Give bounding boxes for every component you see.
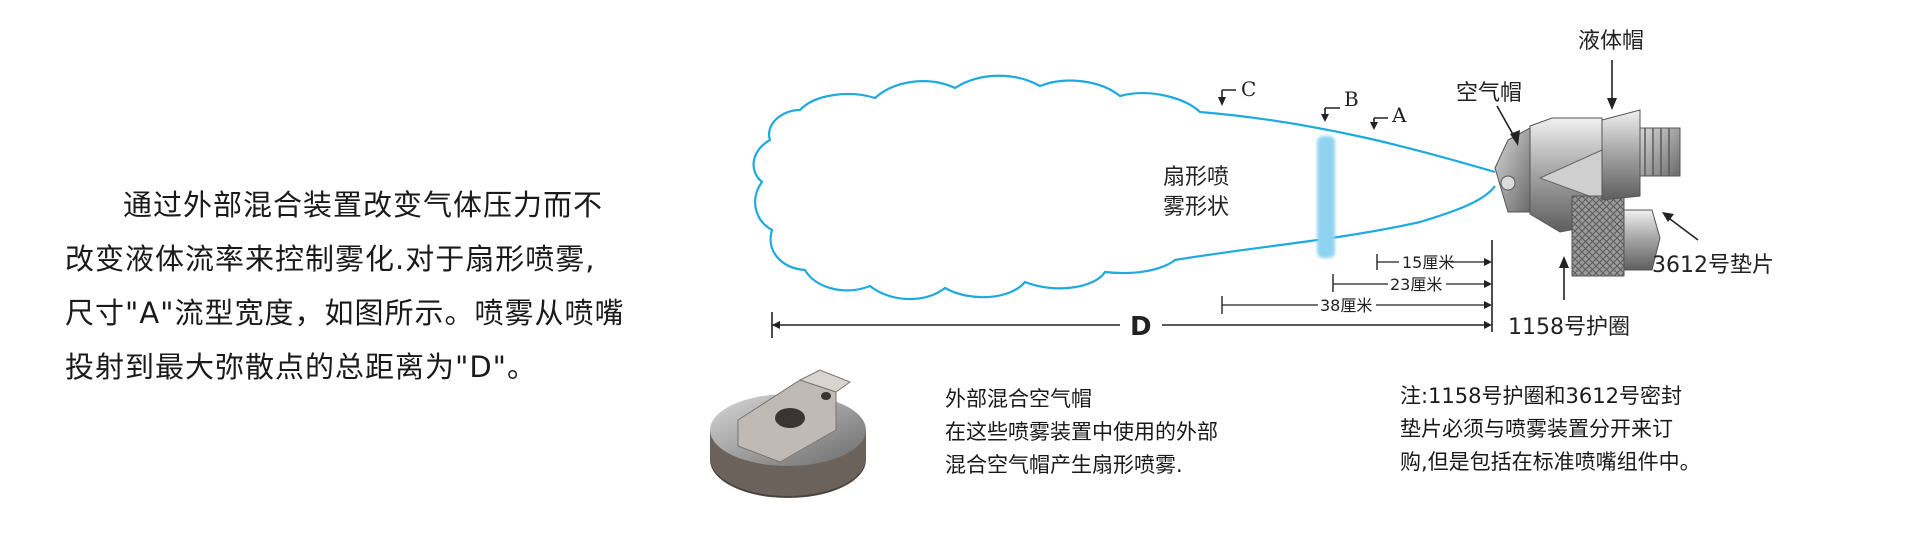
dimension-15cm: 15厘米: [1376, 253, 1492, 272]
air-cap-image: [710, 369, 866, 498]
retainer-label: 1158号护圈: [1508, 315, 1630, 340]
dimension-38cm-label: 38厘米: [1320, 296, 1372, 315]
dimension-38cm: 38厘米: [1221, 296, 1492, 315]
intro-paragraph: 通过外部混合装置改变气体压力而不改变液体流率来控制雾化.对于扇形喷雾,尺寸"A"…: [65, 178, 625, 394]
dimension-15cm-label: 15厘米: [1402, 253, 1454, 272]
spray-outline: [752, 74, 1496, 301]
fan-pattern-bar: [1317, 136, 1335, 258]
footnote-line3: 购,但是包括在标准喷嘴组件中。: [1400, 450, 1701, 474]
gasket-label: 3612号垫片: [1652, 253, 1774, 278]
air-cap-label: 空气帽: [1456, 81, 1522, 106]
intro-text: 通过外部混合装置改变气体压力而不改变液体流率来控制雾化.对于扇形喷雾,尺寸"A"…: [65, 188, 625, 384]
marker-b: B: [1321, 87, 1359, 122]
air-cap-note-line2: 在这些喷雾装置中使用的外部: [945, 420, 1218, 444]
liquid-cap-callout: 液体帽: [1578, 29, 1644, 110]
nozzle-assembly: [1494, 109, 1681, 277]
marker-a-label: A: [1391, 103, 1407, 127]
footnote-line1: 注:1158号护圈和3612号密封: [1400, 384, 1682, 408]
air-cap-note: 外部混合空气帽 在这些喷雾装置中使用的外部 混合空气帽产生扇形喷雾.: [945, 383, 1385, 482]
gasket-callout: 3612号垫片: [1652, 212, 1774, 278]
marker-a: A: [1370, 103, 1407, 130]
spray-shape-label-line2: 雾形状: [1163, 195, 1229, 220]
air-cap-note-title: 外部混合空气帽: [945, 387, 1092, 411]
dimension-23cm-label: 23厘米: [1390, 275, 1442, 294]
retainer-callout: 1158号护圈: [1508, 256, 1630, 340]
dimension-23cm: 23厘米: [1332, 274, 1492, 294]
marker-b-label: B: [1344, 87, 1359, 111]
air-cap-callout: 空气帽: [1456, 81, 1522, 146]
air-cap-note-line3: 混合空气帽产生扇形喷雾.: [945, 453, 1183, 477]
spray-shape-label-line1: 扇形喷: [1163, 165, 1229, 190]
dimension-d: D: [771, 312, 1492, 342]
marker-c: C: [1218, 77, 1256, 106]
footnote: 注:1158号护圈和3612号密封 垫片必须与喷雾装置分开来订 购,但是包括在标…: [1400, 380, 1820, 479]
marker-c-label: C: [1241, 77, 1256, 101]
dimension-d-label: D: [1130, 312, 1152, 342]
footnote-line2: 垫片必须与喷雾装置分开来订: [1400, 417, 1673, 441]
liquid-cap-label: 液体帽: [1578, 29, 1644, 54]
